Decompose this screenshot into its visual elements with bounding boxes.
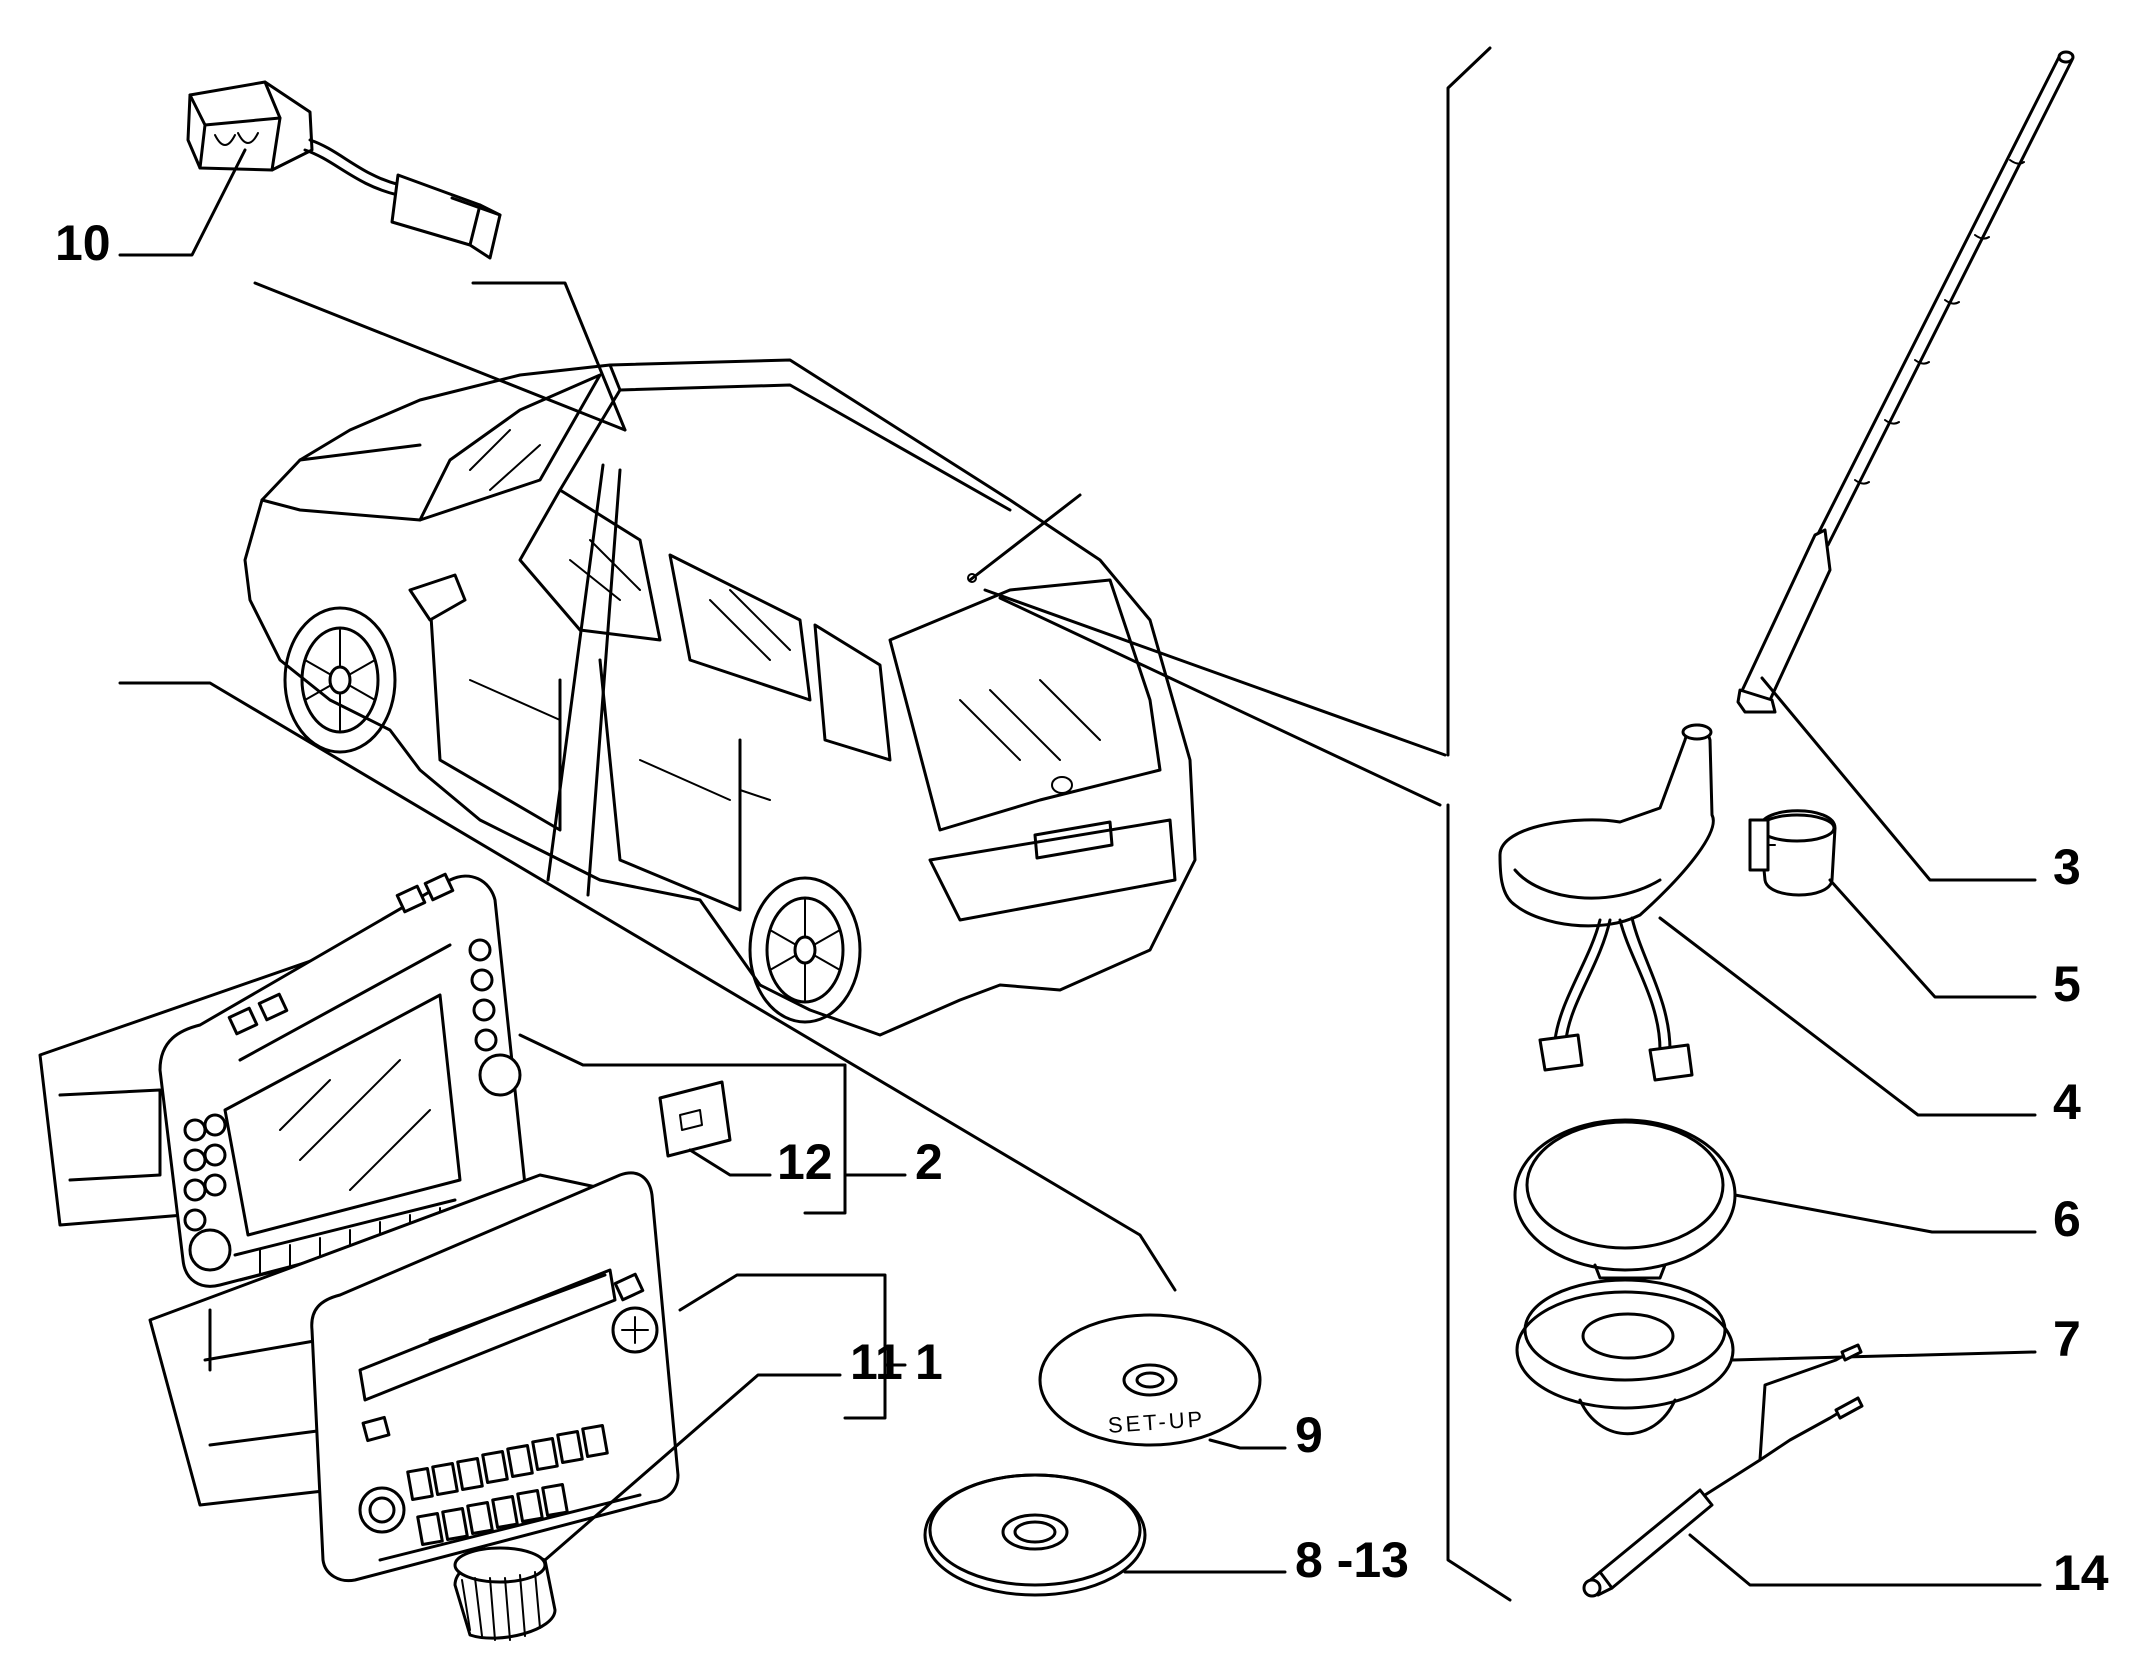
leader-car-4: [586, 468, 622, 897]
memory-card-part: [658, 1080, 732, 1158]
leader-line-5: [1828, 878, 2037, 999]
callout-12: 12: [777, 1134, 833, 1190]
leader-car-2: [471, 281, 627, 432]
divider-upper: [1446, 46, 1492, 757]
leader-line-1-upper: [678, 1273, 887, 1420]
leader-line-9: [1208, 1438, 1287, 1450]
software-disc-part: [923, 1473, 1147, 1597]
leader-line-11: [543, 1373, 842, 1562]
callout-8-13: 8 -13: [1295, 1532, 1409, 1588]
callout-11: 11: [850, 1334, 903, 1390]
antenna-cable-part: [1582, 1343, 1864, 1598]
divider-lower: [1446, 803, 1512, 1602]
callout-9: 9: [1295, 1407, 1323, 1463]
callout-6: 6: [2053, 1191, 2081, 1247]
callout-10: 10: [55, 215, 111, 271]
leader-car-5: [118, 681, 1177, 1292]
leader-car-6: [983, 588, 1447, 757]
leader-line-12: [688, 1148, 772, 1177]
callout-5: 5: [2053, 956, 2081, 1012]
antenna-seal-part: [1513, 1118, 1737, 1280]
cd-radio-part: [148, 1171, 680, 1583]
leader-line-6: [1733, 1193, 2037, 1234]
car-illustration: [243, 358, 1197, 1037]
leader-line-2-upper: [518, 1033, 847, 1215]
callout-3: 3: [2053, 839, 2081, 895]
leader-car-3: [546, 463, 605, 882]
control-knob-part: [453, 1546, 557, 1641]
leader-line-7: [1731, 1350, 2037, 1362]
leader-car-7: [998, 596, 1442, 807]
antenna-grommet-part: [1515, 1278, 1735, 1436]
leader-line-10: [118, 148, 247, 257]
leader-line-14: [1688, 1533, 2042, 1587]
callout-4: 4: [2053, 1074, 2081, 1130]
callout-1: 1: [915, 1334, 943, 1390]
callout-2: 2: [915, 1134, 943, 1190]
antenna-mast-part: [1736, 50, 2075, 714]
antenna-base-part: [1498, 723, 1715, 1082]
antenna-clip-part: [1748, 809, 1837, 897]
callout-7: 7: [2053, 1311, 2081, 1367]
leader-line-3: [1760, 676, 2037, 882]
callout-14: 14: [2053, 1545, 2109, 1601]
leader-line-4: [1658, 916, 2037, 1117]
wiring-connector-part: [186, 80, 502, 260]
leader-car-1: [253, 281, 627, 432]
setup-disc-part: SET-UP: [1038, 1313, 1262, 1447]
